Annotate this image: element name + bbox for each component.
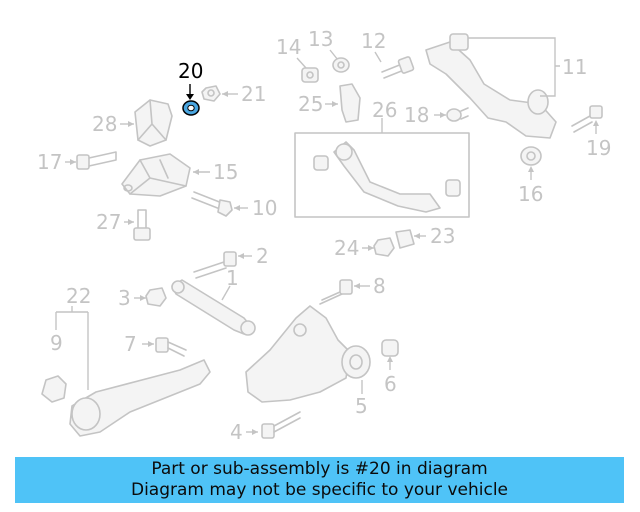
callout-20[interactable]: 20 <box>178 59 203 83</box>
part-2-bolt[interactable] <box>193 251 252 279</box>
callout-4[interactable]: 4 <box>230 420 243 444</box>
part-15-bolt[interactable] <box>571 105 603 134</box>
callout-14[interactable]: 14 <box>276 35 301 59</box>
callout-10[interactable]: 10 <box>252 196 277 220</box>
callout-1[interactable]: 1 <box>226 266 239 290</box>
part-20-washer[interactable] <box>182 84 200 116</box>
part-7-bolt[interactable] <box>142 337 187 357</box>
part-9-plug[interactable] <box>41 375 67 403</box>
callout-15[interactable]: 19 <box>586 136 611 160</box>
callout-23[interactable]: 23 <box>430 224 455 248</box>
callout-25[interactable]: 25 <box>298 92 323 116</box>
part-11-arm[interactable] <box>425 33 560 139</box>
part-13-washer[interactable] <box>329 49 350 73</box>
part-28-mount[interactable] <box>120 99 173 147</box>
callout-11[interactable]: 11 <box>562 55 587 79</box>
part-14-nut[interactable] <box>296 57 319 83</box>
part-6-bushing[interactable] <box>381 339 399 370</box>
callout-26[interactable]: 15 <box>213 160 238 184</box>
callout-2[interactable]: 2 <box>256 244 269 268</box>
callout-12[interactable]: 12 <box>361 29 386 53</box>
part-10-bolt[interactable] <box>191 191 248 217</box>
callout-7[interactable]: 7 <box>124 332 137 356</box>
info-banner: Part or sub-assembly is #20 in diagram D… <box>15 457 624 503</box>
part-17-bolt[interactable] <box>434 107 469 122</box>
callout-21[interactable]: 21 <box>241 82 266 106</box>
callout-16[interactable]: 16 <box>518 182 543 206</box>
callout-8[interactable]: 22 <box>66 284 91 308</box>
part-26-mount[interactable] <box>121 153 210 197</box>
parts-diagram: 20 21 28 17 15 10 <box>37 27 611 444</box>
callout-17[interactable]: 18 <box>404 103 429 127</box>
part-1-arm[interactable] <box>171 279 256 336</box>
callout-13[interactable]: 13 <box>308 27 333 51</box>
banner-line-2: Diagram may not be specific to your vehi… <box>130 480 508 500</box>
callout-5[interactable]: 5 <box>355 394 368 418</box>
part-16-bushing[interactable] <box>520 146 542 180</box>
callout-19[interactable]: 17 <box>37 150 62 174</box>
callout-3[interactable]: 3 <box>118 286 131 310</box>
part-12-bolt[interactable] <box>374 51 415 79</box>
part-3-nut[interactable] <box>134 287 167 307</box>
part-18-arm-assembly[interactable] <box>294 118 470 218</box>
callout-9[interactable]: 9 <box>50 331 63 355</box>
callout-28[interactable]: 28 <box>92 112 117 136</box>
banner-line-1: Part or sub-assembly is #20 in diagram <box>151 459 488 479</box>
callout-18[interactable]: 26 <box>372 98 397 122</box>
part-19-bolt[interactable] <box>65 151 117 170</box>
part-21-nut[interactable] <box>201 85 238 102</box>
part-24-nut[interactable] <box>362 237 395 257</box>
part-22-bolt[interactable] <box>319 279 370 305</box>
part-4-bolt[interactable] <box>246 411 301 439</box>
callout-27[interactable]: 27 <box>96 210 121 234</box>
callout-24[interactable]: 24 <box>334 236 359 260</box>
part-5-knuckle[interactable] <box>245 305 371 403</box>
callout-6[interactable]: 6 <box>384 372 397 396</box>
part-23-clip[interactable] <box>395 229 426 249</box>
part-8-trailing-arm[interactable] <box>55 306 211 437</box>
part-25-bracket[interactable] <box>325 83 361 123</box>
part-27-bolt[interactable] <box>124 209 151 241</box>
callout-22[interactable]: 8 <box>373 274 386 298</box>
